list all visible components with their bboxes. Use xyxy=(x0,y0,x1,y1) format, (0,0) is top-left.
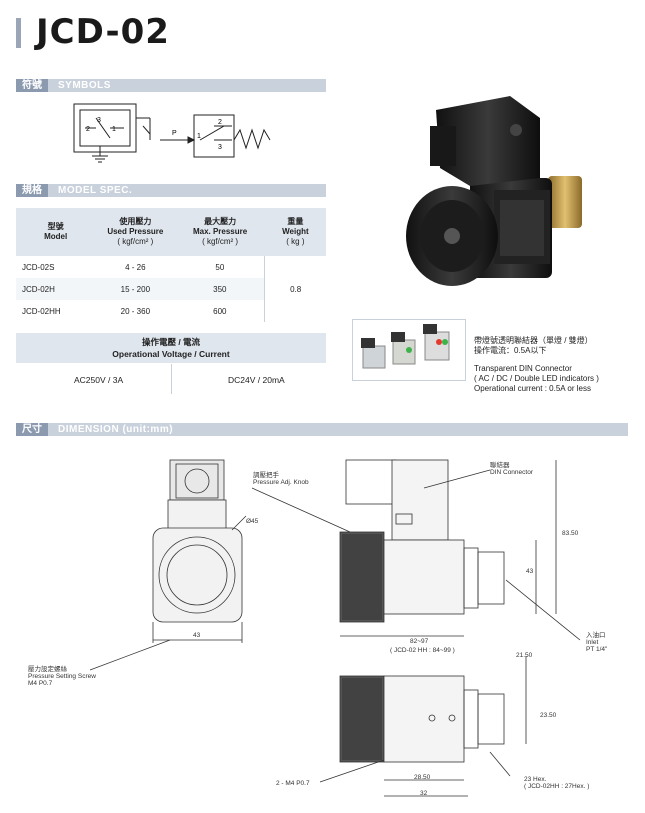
voltage-divider xyxy=(171,364,172,394)
voltage-head-zh: 操作電壓 / 電流 xyxy=(141,337,201,347)
din-connector-image-box xyxy=(352,319,466,381)
section-dimension-zh: 尺寸 xyxy=(16,423,48,436)
screw-label: 壓力設定螺絲 Pressure Setting Screw M4 P0.7 xyxy=(28,666,96,687)
th-model-zh: 型號 xyxy=(47,222,64,231)
dim-2-m4: 2 - M4 P0.7 xyxy=(276,780,310,787)
section-model-spec-en: MODEL SPEC. xyxy=(58,185,133,196)
cell-model: JCD-02HH xyxy=(22,306,61,316)
hex-label: 23 Hex. ( JCD-02HH : 27Hex. ) xyxy=(524,776,589,790)
cell-model: JCD-02H xyxy=(16,278,96,300)
voltage-row: AC250V / 3A DC24V / 20mA xyxy=(16,364,326,394)
section-header-model-spec: 規格 MODEL SPEC. xyxy=(16,184,326,197)
dim-23-50: 23.50 xyxy=(540,712,557,719)
th-model-en: Model xyxy=(44,232,68,241)
th-max-unit: ( kgf/cm² ) xyxy=(202,237,239,246)
section-dimension-en: DIMENSION (unit:mm) xyxy=(58,424,174,435)
din-connector-description: 帶燈號透明聯結器（單燈 / 雙燈） 操作電流：0.5A以下 Transparen… xyxy=(474,336,599,394)
din-zh-2: 操作電流：0.5A以下 xyxy=(474,346,547,355)
inlet-zh: 入油口 xyxy=(586,632,606,639)
conn-en: DIN Connector xyxy=(490,469,533,476)
section-header-symbols: 符號 SYMBOLS xyxy=(16,79,326,92)
screw-m4: M4 P0.7 xyxy=(28,680,53,687)
section-model-spec-zh: 規格 xyxy=(16,184,48,197)
din-connector-photo xyxy=(361,324,450,369)
th-model: 型號 Model xyxy=(16,208,96,256)
hex-23: 23 Hex. xyxy=(524,776,547,783)
th-weight-zh: 重量 xyxy=(287,217,304,226)
dim-21-50: 21.50 xyxy=(516,652,533,659)
th-used-pressure: 使用壓力 Used Pressure ( kgf/cm² ) xyxy=(95,208,176,256)
pressure-pin-1: 1 xyxy=(197,133,201,140)
cell-max: 350 xyxy=(175,278,265,300)
din-zh-1: 帶燈號透明聯結器（單燈 / 雙燈） xyxy=(474,336,593,345)
switch-pin-3: 3 xyxy=(97,117,101,124)
section-symbols-zh: 符號 xyxy=(16,79,48,92)
table-row: JCD-02S 4 - 26 50 0.8 xyxy=(16,256,326,322)
screw-zh: 壓力設定螺絲 xyxy=(28,666,67,673)
table-row: JCD-02HH 20 - 360 600 xyxy=(16,300,326,322)
section-symbols-en: SYMBOLS xyxy=(58,80,111,91)
pressure-port-p: P xyxy=(172,130,177,137)
voltage-head-en: Operational Voltage / Current xyxy=(112,349,230,359)
inlet-en: Inlet xyxy=(586,639,599,646)
cell-used: 20 - 360 xyxy=(120,306,151,316)
th-weight-unit: ( kg ) xyxy=(286,237,305,246)
conn-zh: 聯結器 xyxy=(490,462,510,469)
din-en-2: ( AC / DC / Double LED indicators ) xyxy=(474,374,599,383)
cell-model: JCD-02S xyxy=(22,262,55,272)
th-used-unit: ( kgf/cm² ) xyxy=(117,237,154,246)
page-title: JCD-02 xyxy=(36,12,170,52)
cell-used: 15 - 200 xyxy=(95,278,176,300)
th-weight-en: Weight xyxy=(282,227,309,236)
hex-27-hh: ( JCD-02HH : 27Hex. ) xyxy=(524,783,590,790)
screw-en: Pressure Setting Screw xyxy=(28,673,96,680)
dim-82-97-hh: ( JCD-02 HH : 84~99 ) xyxy=(390,647,455,654)
dim-82-97: 82~97 xyxy=(410,638,429,645)
knob-zh: 調壓把手 xyxy=(253,472,279,479)
th-weight: 重量 Weight ( kg ) xyxy=(264,208,326,256)
din-en-3: Operational current : 0.5A or less xyxy=(474,384,591,393)
dim-83-50: 83.50 xyxy=(562,530,579,537)
cell-used: 4 - 26 xyxy=(125,262,146,272)
pressure-pin-3: 3 xyxy=(218,144,222,151)
th-used-en: Used Pressure xyxy=(107,227,164,236)
cell-max: 50 xyxy=(215,262,225,272)
knob-en: Pressure Adj. Knob xyxy=(253,479,309,486)
dim-43-horizontal: 43 xyxy=(193,632,201,639)
th-max-zh: 最大壓力 xyxy=(204,217,237,226)
cell-weight: 0.8 xyxy=(264,256,326,322)
section-header-dimension: 尺寸 DIMENSION (unit:mm) xyxy=(16,423,628,436)
voltage-dc: DC24V / 20mA xyxy=(228,375,285,385)
table-row: JCD-02H 15 - 200 350 xyxy=(16,278,326,300)
din-connector-label: 聯結器 DIN Connector xyxy=(490,462,533,476)
knob-label: 調壓把手 Pressure Adj. Knob xyxy=(253,472,309,486)
dim-phi45: Ø45 xyxy=(246,518,259,525)
pressure-pin-2: 2 xyxy=(218,119,222,126)
th-used-zh: 使用壓力 xyxy=(119,217,152,226)
inlet-pt: PT 1/4" xyxy=(586,646,608,653)
dim-43-vertical: 43 xyxy=(526,568,534,575)
th-max-en: Max. Pressure xyxy=(192,227,248,236)
switch-pin-1: 1 xyxy=(112,126,116,133)
title-accent-bar xyxy=(16,18,21,48)
switch-pin-2: 2 xyxy=(86,126,90,133)
cell-max: 600 xyxy=(213,306,227,316)
dim-32: 32 xyxy=(420,790,428,797)
dim-28-50: 28.50 xyxy=(414,774,431,781)
th-max-pressure: 最大壓力 Max. Pressure ( kgf/cm² ) xyxy=(175,208,265,256)
voltage-header: 操作電壓 / 電流 Operational Voltage / Current xyxy=(16,333,326,363)
din-en-1: Transparent DIN Connector xyxy=(474,364,572,373)
voltage-ac: AC250V / 3A xyxy=(74,375,124,385)
model-spec-table: 型號 Model 使用壓力 Used Pressure ( kgf/cm² ) … xyxy=(16,208,326,322)
inlet-label: 入油口 Inlet PT 1/4" xyxy=(586,632,607,653)
